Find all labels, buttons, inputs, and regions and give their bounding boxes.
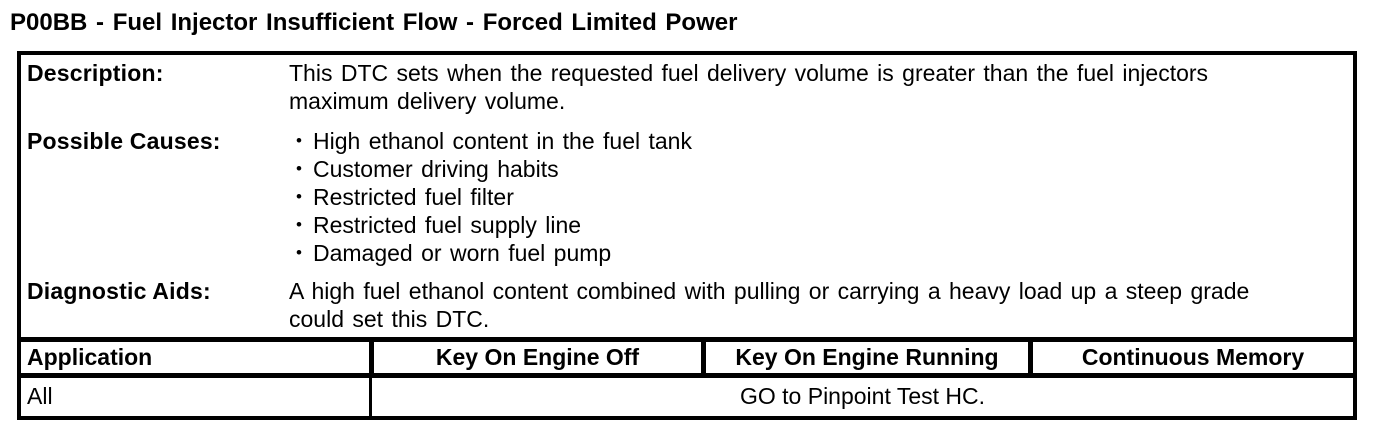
cause-item-text: Customer driving habits — [313, 156, 559, 182]
bullet-icon: • — [296, 131, 302, 150]
description-text: This DTC sets when the requested fuel de… — [289, 60, 1209, 114]
status-table-data-row: All GO to Pinpoint Test HC. — [21, 378, 1353, 416]
diagnostic-aids-text: A high fuel ethanol content combined wit… — [289, 278, 1250, 332]
cause-item-text: Restricted fuel filter — [313, 184, 514, 210]
possible-causes-row: Possible Causes: • High ethanol content … — [21, 127, 1353, 267]
pinpoint-test-result: GO to Pinpoint Test HC. — [369, 378, 1353, 416]
status-table-header-row: Application Key On Engine Off Key On Eng… — [21, 337, 1353, 378]
description-label: Description: — [27, 60, 164, 86]
dtc-info-table: Description: This DTC sets when the requ… — [17, 51, 1357, 420]
description-row: Description: This DTC sets when the requ… — [21, 59, 1353, 115]
bullet-icon: • — [296, 243, 302, 262]
cause-item: • Customer driving habits — [289, 155, 1289, 183]
cause-item: • Damaged or worn fuel pump — [289, 239, 1289, 267]
diagnostic-aids-row: Diagnostic Aids: A high fuel ethanol con… — [21, 277, 1353, 333]
cause-item-text: Restricted fuel supply line — [313, 212, 582, 238]
possible-causes-list: • High ethanol content in the fuel tank … — [289, 127, 1289, 267]
application-value: All — [27, 383, 53, 409]
header-key-on-engine-off: Key On Engine Off — [369, 342, 701, 373]
cause-item: • High ethanol content in the fuel tank — [289, 127, 1289, 155]
bullet-icon: • — [296, 187, 302, 206]
dtc-document-page: P00BB - Fuel Injector Insufficient Flow … — [10, 9, 1357, 420]
header-key-on-engine-running: Key On Engine Running — [701, 342, 1028, 373]
cause-item: • Restricted fuel filter — [289, 183, 1289, 211]
bullet-icon: • — [296, 159, 302, 178]
diagnostic-aids-label: Diagnostic Aids: — [27, 278, 211, 304]
header-application: Application — [27, 344, 153, 370]
bullet-icon: • — [296, 215, 302, 234]
dtc-info-section: Description: This DTC sets when the requ… — [21, 55, 1353, 337]
possible-causes-label: Possible Causes: — [27, 128, 221, 154]
cause-item-text: Damaged or worn fuel pump — [313, 240, 612, 266]
possible-causes-content: • High ethanol content in the fuel tank … — [289, 127, 1289, 267]
page-title: P00BB - Fuel Injector Insufficient Flow … — [10, 9, 738, 36]
header-continuous-memory: Continuous Memory — [1028, 342, 1353, 373]
cause-item: • Restricted fuel supply line — [289, 211, 1289, 239]
cause-item-text: High ethanol content in the fuel tank — [313, 128, 692, 154]
